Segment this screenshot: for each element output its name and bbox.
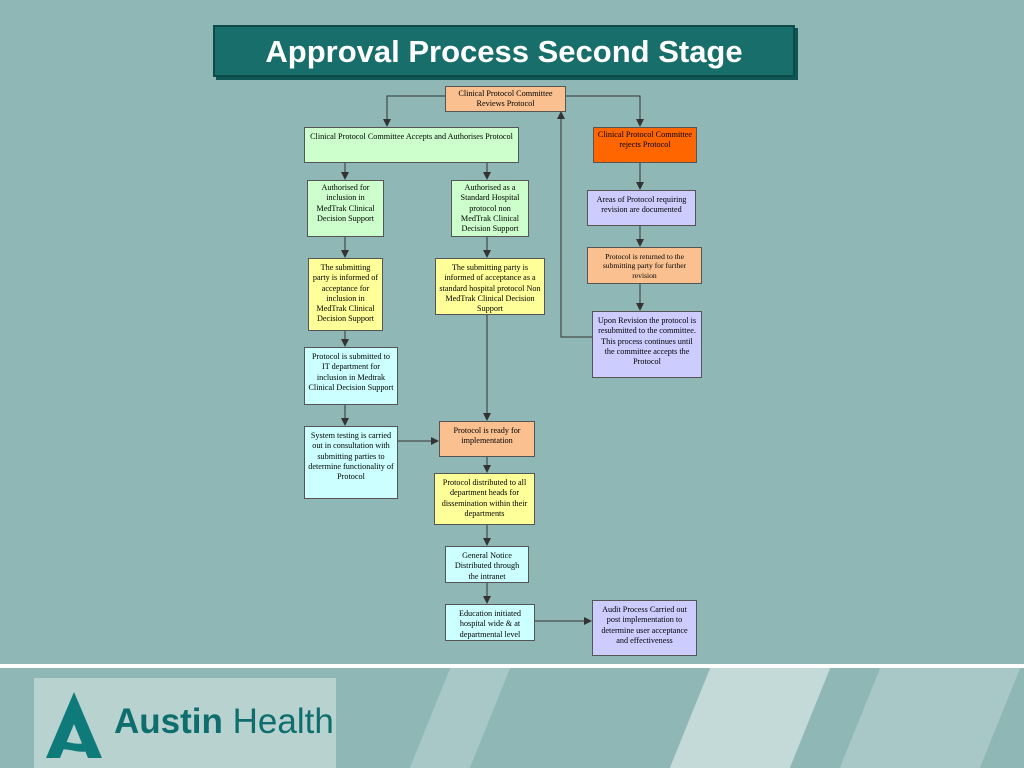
node-authorised-medtrak: Authorised for inclusion in MedTrak Clin… xyxy=(307,180,384,237)
node-committee-rejects: Clinical Protocol Committee rejects Prot… xyxy=(593,127,697,163)
node-submitting-party-standard: The submitting party is informed of acce… xyxy=(435,258,545,315)
node-authorised-standard: Authorised as a Standard Hospital protoc… xyxy=(451,180,529,237)
node-submitting-party-medtrak: The submitting party is informed of acce… xyxy=(308,258,383,331)
arrow-reviews-to-rejects xyxy=(566,95,644,127)
mountain-logo-icon xyxy=(46,692,102,758)
arrow-reviews-to-accepts xyxy=(383,95,445,127)
node-ready-implementation: Protocol is ready for implementation xyxy=(439,421,535,457)
node-system-testing: System testing is carried out in consult… xyxy=(304,426,398,499)
node-resubmitted: Upon Revision the protocol is resubmitte… xyxy=(592,311,702,378)
node-committee-reviews: Clinical Protocol Committee Reviews Prot… xyxy=(445,86,566,112)
footer-stripe xyxy=(409,668,511,768)
footer-stripe xyxy=(839,668,1021,768)
node-education: Education initiated hospital wide & at d… xyxy=(445,604,535,641)
logo-word-austin: Austin xyxy=(114,702,223,741)
node-audit: Audit Process Carried out post implement… xyxy=(592,600,697,656)
footer-stripe xyxy=(669,668,831,768)
node-committee-accepts: Clinical Protocol Committee Accepts and … xyxy=(304,127,519,163)
logo-word-health: Health xyxy=(232,702,334,741)
footer: Austin Health xyxy=(0,668,1024,768)
node-general-notice: General Notice Distributed through the i… xyxy=(445,546,529,583)
footer-divider xyxy=(0,664,1024,668)
node-submitted-it: Protocol is submitted to IT department f… xyxy=(304,347,398,405)
slide-title: Approval Process Second Stage xyxy=(265,34,743,69)
node-returned-revision: Protocol is returned to the submitting p… xyxy=(587,247,702,284)
node-areas-revision: Areas of Protocol requiring revision are… xyxy=(587,190,696,226)
title-bar: Approval Process Second Stage xyxy=(213,25,795,77)
logo-wordmark: Austin Health xyxy=(114,702,334,742)
node-distributed-heads: Protocol distributed to all department h… xyxy=(434,473,535,525)
arrow-resubmitted-to-reviews xyxy=(557,111,592,338)
austin-health-logo: Austin Health xyxy=(34,678,336,768)
